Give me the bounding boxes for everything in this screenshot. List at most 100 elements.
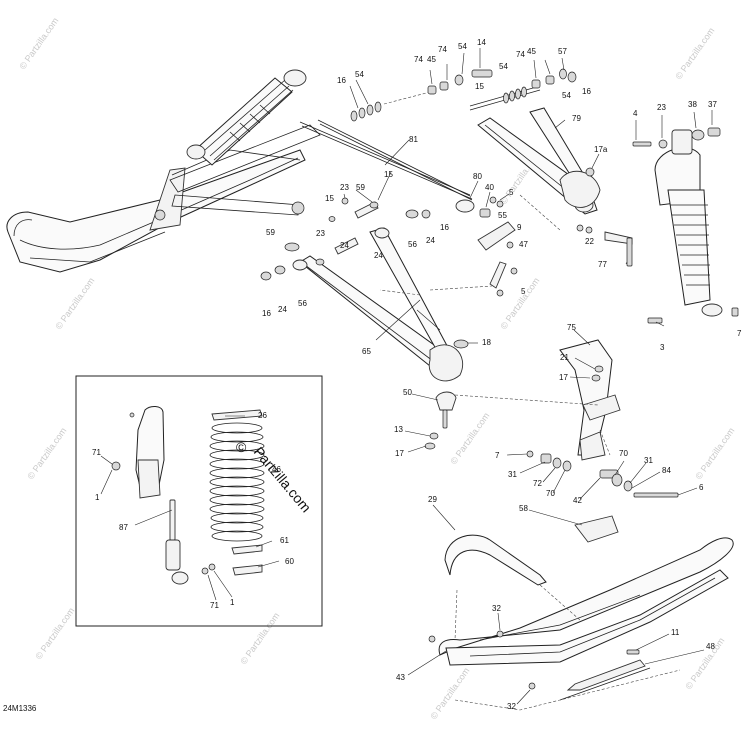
callout-24: 24 [278, 305, 287, 314]
assembly-lines [379, 194, 681, 711]
callout-42: 42 [573, 496, 582, 505]
callout-54: 54 [458, 42, 467, 51]
callout-23: 23 [657, 103, 666, 112]
watermark: © Partzilla.com [448, 411, 491, 466]
callout-71: 71 [92, 448, 101, 457]
callout-15: 15 [325, 194, 334, 203]
callout-59: 59 [356, 183, 365, 192]
watermark: © Partzilla.com [498, 276, 541, 331]
spindle-hardware [526, 450, 679, 498]
callout-54: 54 [355, 70, 364, 79]
assembled-front-suspension [6, 69, 473, 273]
shock-detail-inset: © Partzilla.com [75, 375, 323, 627]
callout-57: 57 [558, 47, 567, 56]
spindle [424, 339, 621, 461]
callout-16: 16 [262, 309, 271, 318]
callout-37: 37 [708, 100, 717, 109]
callout-74: 74 [438, 45, 447, 54]
callout-75: 75 [567, 323, 576, 332]
callout-1: 1 [230, 598, 235, 607]
callout-79: 79 [572, 114, 581, 123]
callout-60: 60 [285, 557, 294, 566]
callout-43: 43 [396, 673, 405, 682]
assembled-shock [186, 69, 307, 166]
callout-17: 17 [395, 449, 404, 458]
callout-32: 32 [507, 702, 516, 711]
callout-56: 56 [408, 240, 417, 249]
callout-58: 58 [519, 504, 528, 513]
upper-a-arm [477, 107, 601, 215]
callout-16: 16 [337, 76, 346, 85]
callout-71: 71 [210, 601, 219, 610]
coil-spring [209, 422, 265, 542]
right-shock-assembly [632, 127, 739, 324]
callout-labels: 16 54 74 45 74 54 14 45 57 74 54 54 16 1… [92, 38, 742, 711]
callout-7: 7 [495, 451, 500, 460]
callout-54: 54 [499, 62, 508, 71]
inset-copyright-mark: © [236, 439, 247, 455]
ski-assembly [428, 515, 734, 701]
watermarks: © Partzilla.com © Partzilla.com © Partzi… [17, 16, 736, 721]
callout-61: 61 [280, 536, 289, 545]
callout-24: 24 [340, 241, 349, 250]
upper-hardware-group [350, 68, 577, 122]
callout-74: 74 [414, 55, 423, 64]
watermark: © Partzilla.com [683, 636, 726, 691]
watermark: © Partzilla.com [238, 611, 281, 666]
callout-45: 45 [527, 47, 536, 56]
callout-72: 72 [533, 479, 542, 488]
callout-21: 21 [560, 353, 569, 362]
callout-17: 17 [559, 373, 568, 382]
callout-87: 87 [119, 523, 128, 532]
callout-13: 13 [394, 425, 403, 434]
watermark: © Partzilla.com [25, 426, 68, 481]
callout-23: 23 [340, 183, 349, 192]
callout-15: 15 [384, 170, 393, 179]
watermark: © Partzilla.com [17, 16, 60, 71]
callout-4: 4 [633, 109, 638, 118]
callout-24: 24 [426, 236, 435, 245]
callout-16: 16 [582, 87, 591, 96]
callout-32: 32 [492, 604, 501, 613]
callout-45: 45 [427, 55, 436, 64]
callout-81: 81 [409, 135, 418, 144]
lower-a-arm [260, 197, 469, 382]
callout-65: 65 [362, 347, 371, 356]
callout-47: 47 [519, 240, 528, 249]
callout-5: 5 [509, 188, 514, 197]
callout-70: 70 [619, 449, 628, 458]
callout-77: 77 [598, 260, 607, 269]
callout-5: 5 [521, 287, 526, 296]
callout-56: 56 [298, 299, 307, 308]
watermark: © Partzilla.com [53, 276, 96, 331]
sway-bar [317, 119, 473, 201]
watermark: © Partzilla.com [33, 606, 76, 661]
callout-31: 31 [644, 456, 653, 465]
callout-46: 46 [272, 465, 281, 474]
callout-14: 14 [477, 38, 486, 47]
watermark: © Partzilla.com [693, 426, 736, 481]
callout-3: 3 [660, 343, 665, 352]
callout-9: 9 [517, 223, 522, 232]
callout-7: 7 [737, 329, 742, 338]
callout-18: 18 [482, 338, 491, 347]
callout-59: 59 [266, 228, 275, 237]
callout-16: 16 [440, 223, 449, 232]
leader-lines [100, 48, 713, 705]
callout-54: 54 [562, 91, 571, 100]
callout-23: 23 [316, 229, 325, 238]
callout-48: 48 [706, 642, 715, 651]
callout-15: 15 [475, 82, 484, 91]
callout-40: 40 [485, 183, 494, 192]
center-hardware [455, 167, 633, 297]
callout-84: 84 [662, 466, 671, 475]
callout-17a: 17a [594, 145, 608, 154]
watermark: © Partzilla.com [428, 666, 471, 721]
callout-80: 80 [473, 172, 482, 181]
callout-22: 22 [585, 237, 594, 246]
callout-31: 31 [508, 470, 517, 479]
callout-74: 74 [516, 50, 525, 59]
callout-26: 26 [258, 411, 267, 420]
callout-11: 11 [671, 628, 680, 637]
